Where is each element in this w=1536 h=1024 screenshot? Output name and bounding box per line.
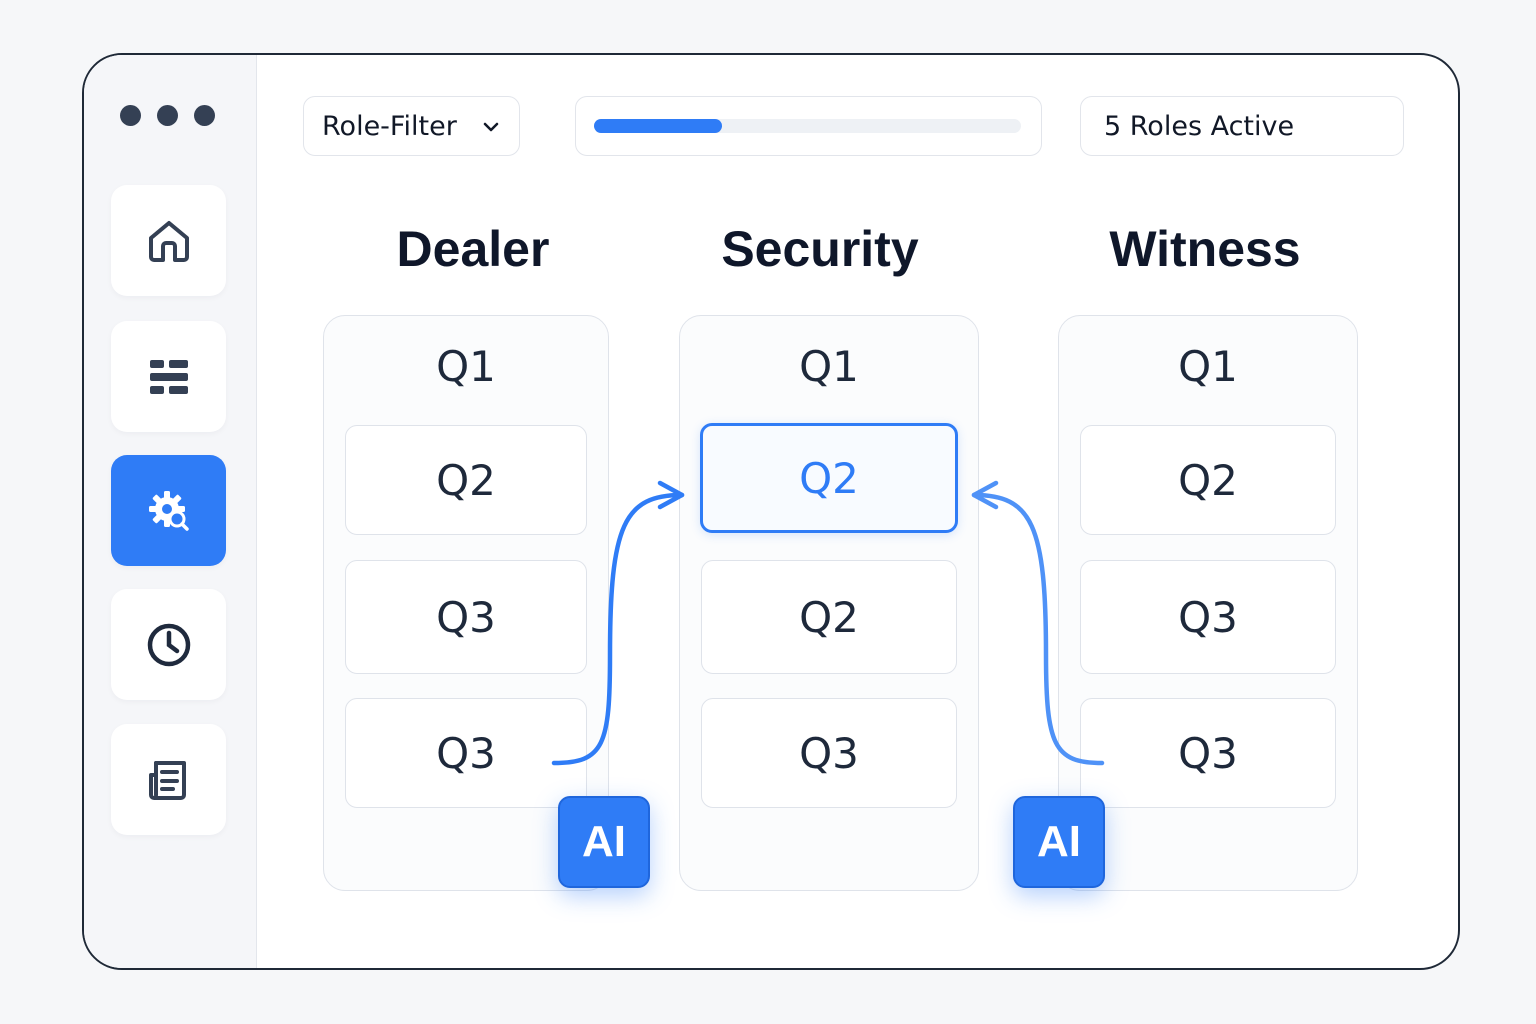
sidebar-item-documents[interactable] [111, 724, 226, 835]
question-card[interactable]: Q3 [345, 698, 587, 808]
column-security: Q1 Q2 Q2 Q3 [679, 315, 979, 891]
home-icon [148, 220, 189, 262]
sidebar [84, 55, 257, 968]
window-dot[interactable] [194, 105, 215, 126]
question-card[interactable]: Q3 [1080, 698, 1336, 808]
roles-status: 5 Roles Active [1080, 96, 1404, 156]
window-dot[interactable] [157, 105, 178, 126]
app-window: Role-Filter 5 Roles Active Dealer Securi… [82, 53, 1460, 970]
column-witness: Q1 Q2 Q3 Q3 [1058, 315, 1358, 891]
ai-badge[interactable]: AI [1013, 796, 1105, 888]
column-header: Q1 [436, 342, 496, 391]
column-header: Q1 [1178, 342, 1238, 391]
column-title-security: Security [721, 221, 919, 277]
question-card-selected[interactable]: Q2 [700, 423, 958, 533]
role-filter-label: Role-Filter [322, 110, 457, 142]
question-card[interactable]: Q2 [701, 560, 957, 674]
sidebar-item-home[interactable] [111, 185, 226, 296]
grid-icon [149, 359, 188, 394]
window-dot[interactable] [120, 105, 141, 126]
question-card[interactable]: Q3 [345, 560, 587, 674]
question-card[interactable]: Q3 [1080, 560, 1336, 674]
clock-icon [147, 623, 190, 666]
question-card[interactable]: Q3 [701, 698, 957, 808]
progress-track [594, 119, 1021, 133]
progress-fill [594, 119, 723, 133]
chevron-down-icon [483, 122, 499, 132]
ai-badge[interactable]: AI [558, 796, 650, 888]
sidebar-item-settings[interactable] [111, 455, 226, 566]
roles-status-text: 5 Roles Active [1104, 110, 1295, 142]
role-filter-dropdown[interactable]: Role-Filter [303, 96, 520, 156]
progress-panel [575, 96, 1042, 156]
column-title-witness: Witness [1109, 221, 1301, 277]
document-icon [148, 760, 186, 800]
gear-icon [148, 490, 189, 531]
column-header: Q1 [799, 342, 859, 391]
question-card[interactable]: Q2 [1080, 425, 1336, 535]
window-controls [120, 105, 215, 126]
question-card[interactable]: Q2 [345, 425, 587, 535]
column-dealer: Q1 Q2 Q3 Q3 [323, 315, 609, 891]
sidebar-item-grid[interactable] [111, 321, 226, 432]
sidebar-item-history[interactable] [111, 589, 226, 700]
column-title-dealer: Dealer [396, 221, 550, 277]
